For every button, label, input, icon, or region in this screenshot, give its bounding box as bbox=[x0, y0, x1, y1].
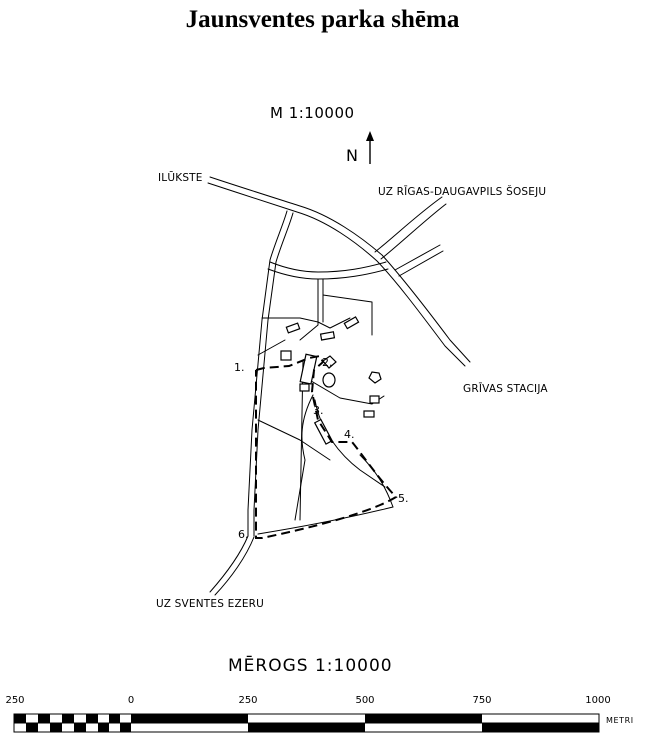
road-park-west bbox=[247, 210, 294, 537]
scale-title: MĒROGS 1:10000 bbox=[228, 656, 393, 676]
scale-tick-label: 500 bbox=[355, 695, 375, 706]
scale-unit: METRI bbox=[606, 716, 634, 725]
scale-tick-label: 0 bbox=[127, 695, 135, 706]
label-grivas-station: GRĪVAS STACIJA bbox=[463, 383, 548, 395]
buildings bbox=[280, 316, 382, 445]
label-to-lake: UZ SVENTES EZERU bbox=[156, 598, 265, 610]
route-point-3: 3. bbox=[313, 404, 324, 417]
label-ilukste: ILŪKSTE bbox=[158, 172, 203, 184]
label-to-highway: UZ RĪGAS-DAUGAVPILS ŠOSEJU bbox=[378, 186, 547, 198]
road-branch-east bbox=[394, 244, 444, 277]
road-lake bbox=[209, 535, 255, 596]
map-scale-ratio: M 1:10000 bbox=[270, 104, 355, 122]
route-point-6: 6. bbox=[238, 528, 249, 541]
route-point-4: 4. bbox=[344, 428, 355, 441]
north-arrow-icon bbox=[366, 131, 374, 164]
road-highway bbox=[374, 196, 447, 260]
north-label: N bbox=[346, 146, 358, 165]
walking-route bbox=[255, 354, 398, 539]
road-ilukste bbox=[207, 176, 471, 367]
scale-tick-label: 250 bbox=[238, 695, 258, 706]
route-point-5: 5. bbox=[398, 492, 409, 505]
route-point-1: 1. bbox=[234, 361, 245, 374]
scale-tick-label: 1000 bbox=[585, 695, 611, 706]
scale-tick-label: 750 bbox=[472, 695, 492, 706]
map-title: Jaunsventes parka shēma bbox=[185, 6, 460, 33]
route-point-2: 2. bbox=[322, 356, 333, 369]
scale-tick-label: 250 bbox=[5, 695, 25, 706]
